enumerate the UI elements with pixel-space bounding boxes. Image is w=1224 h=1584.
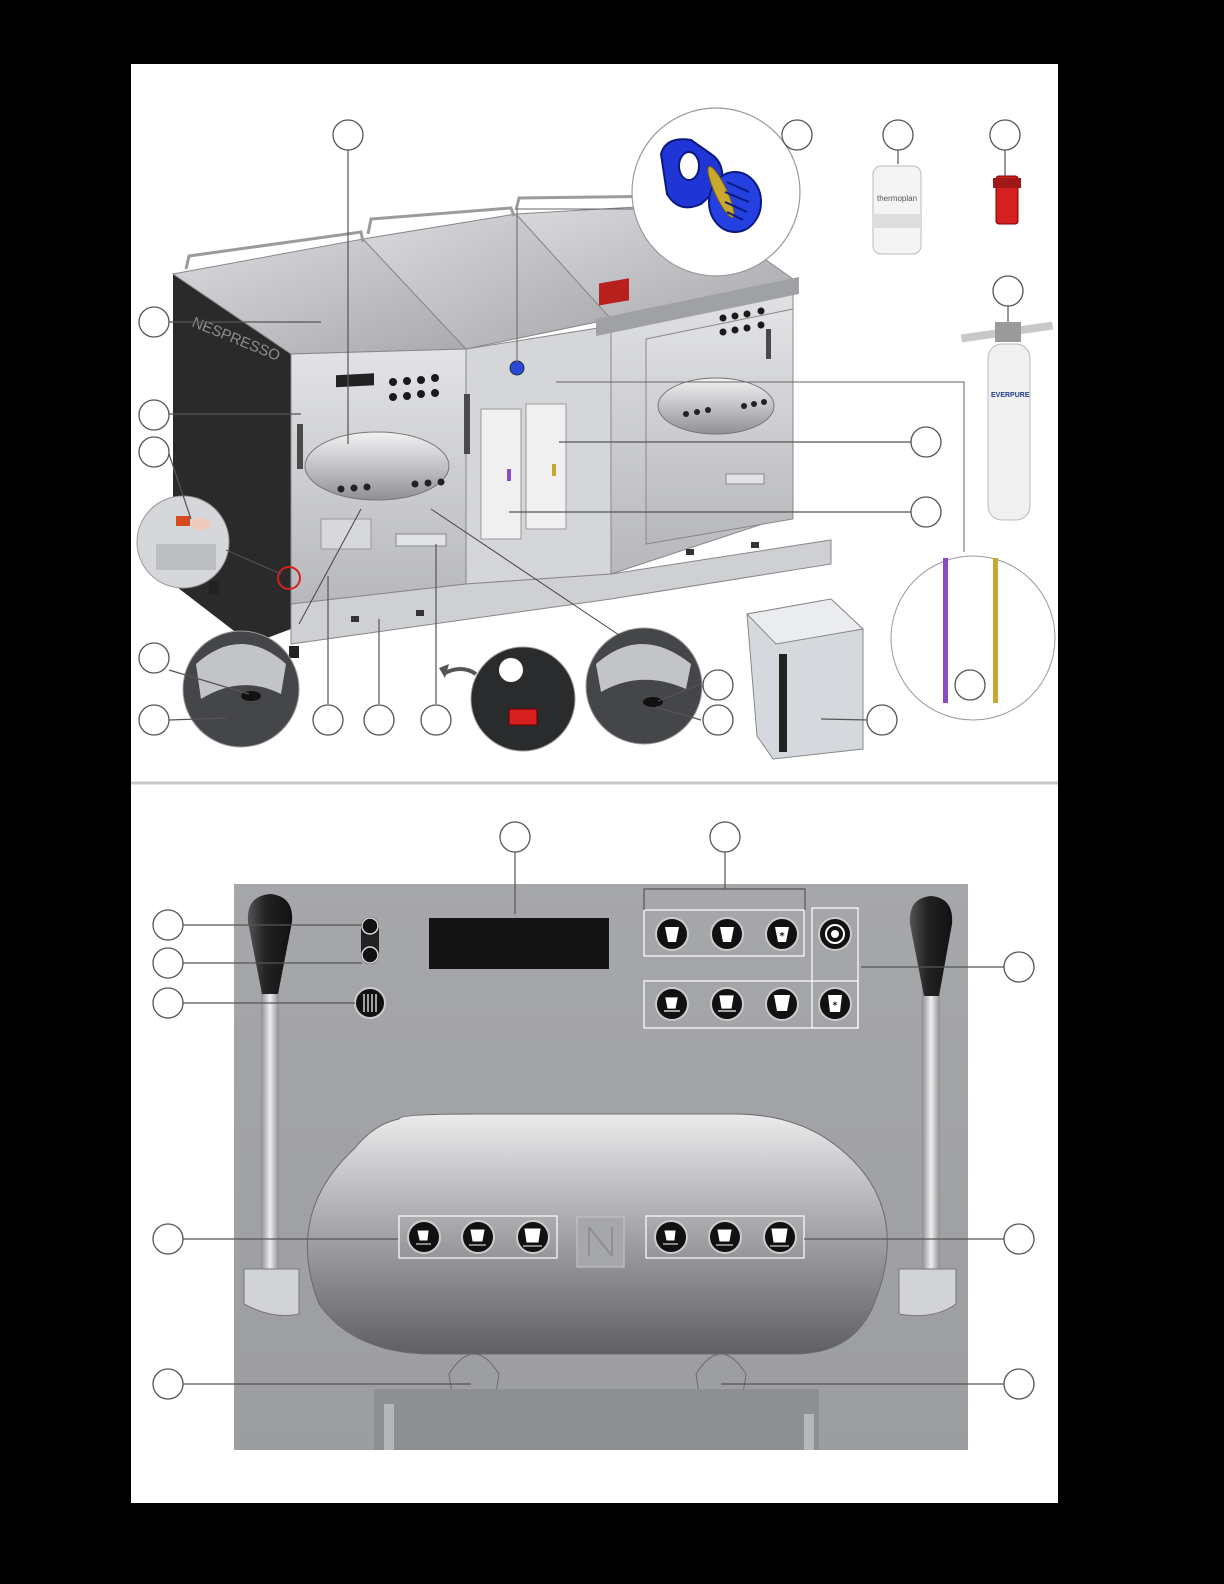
thermoplan-label: thermoplan [877, 194, 917, 203]
callout-circle-icon [710, 822, 740, 852]
tank-marker-purple [507, 469, 511, 481]
machine-foot [209, 581, 219, 595]
callout-circle-icon [153, 1224, 183, 1254]
switch-bottom-icon[interactable] [362, 947, 378, 963]
callout-circle-icon [703, 705, 733, 735]
callout-circle-icon [153, 988, 183, 1018]
filter-label: EVERPURE [991, 392, 1030, 399]
callout-circle-icon [911, 497, 941, 527]
tube-purple [943, 558, 948, 703]
manual-page: NESPRESSO [131, 64, 1058, 1503]
left-steam-lever [261, 964, 279, 1284]
right-lever [766, 329, 771, 359]
power-switch [176, 516, 190, 526]
callout-circle-icon [364, 705, 394, 735]
callout-circle-icon [1004, 952, 1034, 982]
rinse-button[interactable] [355, 988, 385, 1018]
product-tank [526, 404, 566, 529]
callout-circle-icon [993, 276, 1023, 306]
callout-circle-icon [499, 658, 523, 682]
callout-circle-icon [153, 910, 183, 940]
drip-hole [751, 542, 759, 548]
switch-plate [156, 544, 216, 570]
switch-top-icon[interactable] [362, 918, 378, 934]
callout-circle-icon [703, 670, 733, 700]
container-band [873, 214, 921, 228]
callout-circle-icon [333, 120, 363, 150]
drip-hole [351, 616, 359, 622]
callout-circle-icon [153, 948, 183, 978]
tank-marker-gold [552, 464, 556, 476]
finger [191, 518, 211, 530]
control-panel-diagram: * * [234, 884, 968, 1450]
callout-circle-icon [153, 1369, 183, 1399]
water-filter [988, 344, 1030, 520]
right-brew-head [658, 378, 774, 434]
callout-circle-icon [139, 437, 169, 467]
left-lever-right [464, 394, 470, 454]
red-tool-cap [993, 178, 1021, 188]
right-lever-base [899, 1269, 956, 1316]
left-head-buttons [408, 1221, 549, 1253]
right-cup-grid [726, 474, 764, 484]
callout-circle-icon [1004, 1224, 1034, 1254]
tube-gold [993, 558, 998, 703]
callout-circle-icon [139, 307, 169, 337]
callout-circle-icon [990, 120, 1020, 150]
zoom-inset-switch [137, 496, 229, 588]
callout-circle-icon [139, 643, 169, 673]
callout-circle-icon [139, 705, 169, 735]
machine-foot [289, 646, 299, 658]
callout-circle-icon [883, 120, 913, 150]
cup-rail [384, 1404, 394, 1450]
svg-text:*: * [779, 931, 785, 942]
arrow-icon [443, 669, 476, 674]
left-cup-area [321, 519, 371, 549]
callout-circle-icon [421, 705, 451, 735]
blue-connector [510, 361, 524, 375]
callout-circle-icon [867, 705, 897, 735]
callout-circle-icon [139, 400, 169, 430]
container-seam [779, 654, 787, 752]
callout-circle-icon [500, 822, 530, 852]
left-brew-head [305, 432, 449, 500]
product-tank [481, 409, 521, 539]
drip-hole [686, 549, 694, 555]
callout-circle-icon [911, 427, 941, 457]
left-display [336, 373, 374, 387]
zoom-inset-float [471, 647, 575, 751]
callout-circle-icon [313, 705, 343, 735]
filter-head [995, 322, 1021, 342]
cup-rail [804, 1414, 814, 1450]
drip-hole [416, 610, 424, 616]
panel-display [429, 918, 609, 969]
button-row-top: * [656, 918, 798, 950]
left-lever [297, 424, 303, 469]
right-head-buttons [655, 1221, 796, 1253]
nozzle-tip [643, 697, 663, 707]
callout-circle-icon [955, 670, 985, 700]
cleaning-tablet-container [873, 166, 921, 254]
left-cup-grid [396, 534, 446, 546]
float-indicator [509, 709, 537, 725]
callout-circle-icon [782, 120, 812, 150]
cup-platform-area [374, 1389, 819, 1450]
machine-diagram: NESPRESSO [131, 64, 1058, 1503]
callout-circle-icon [1004, 1369, 1034, 1399]
svg-text:*: * [833, 1001, 838, 1011]
right-steam-lever [922, 964, 940, 1284]
